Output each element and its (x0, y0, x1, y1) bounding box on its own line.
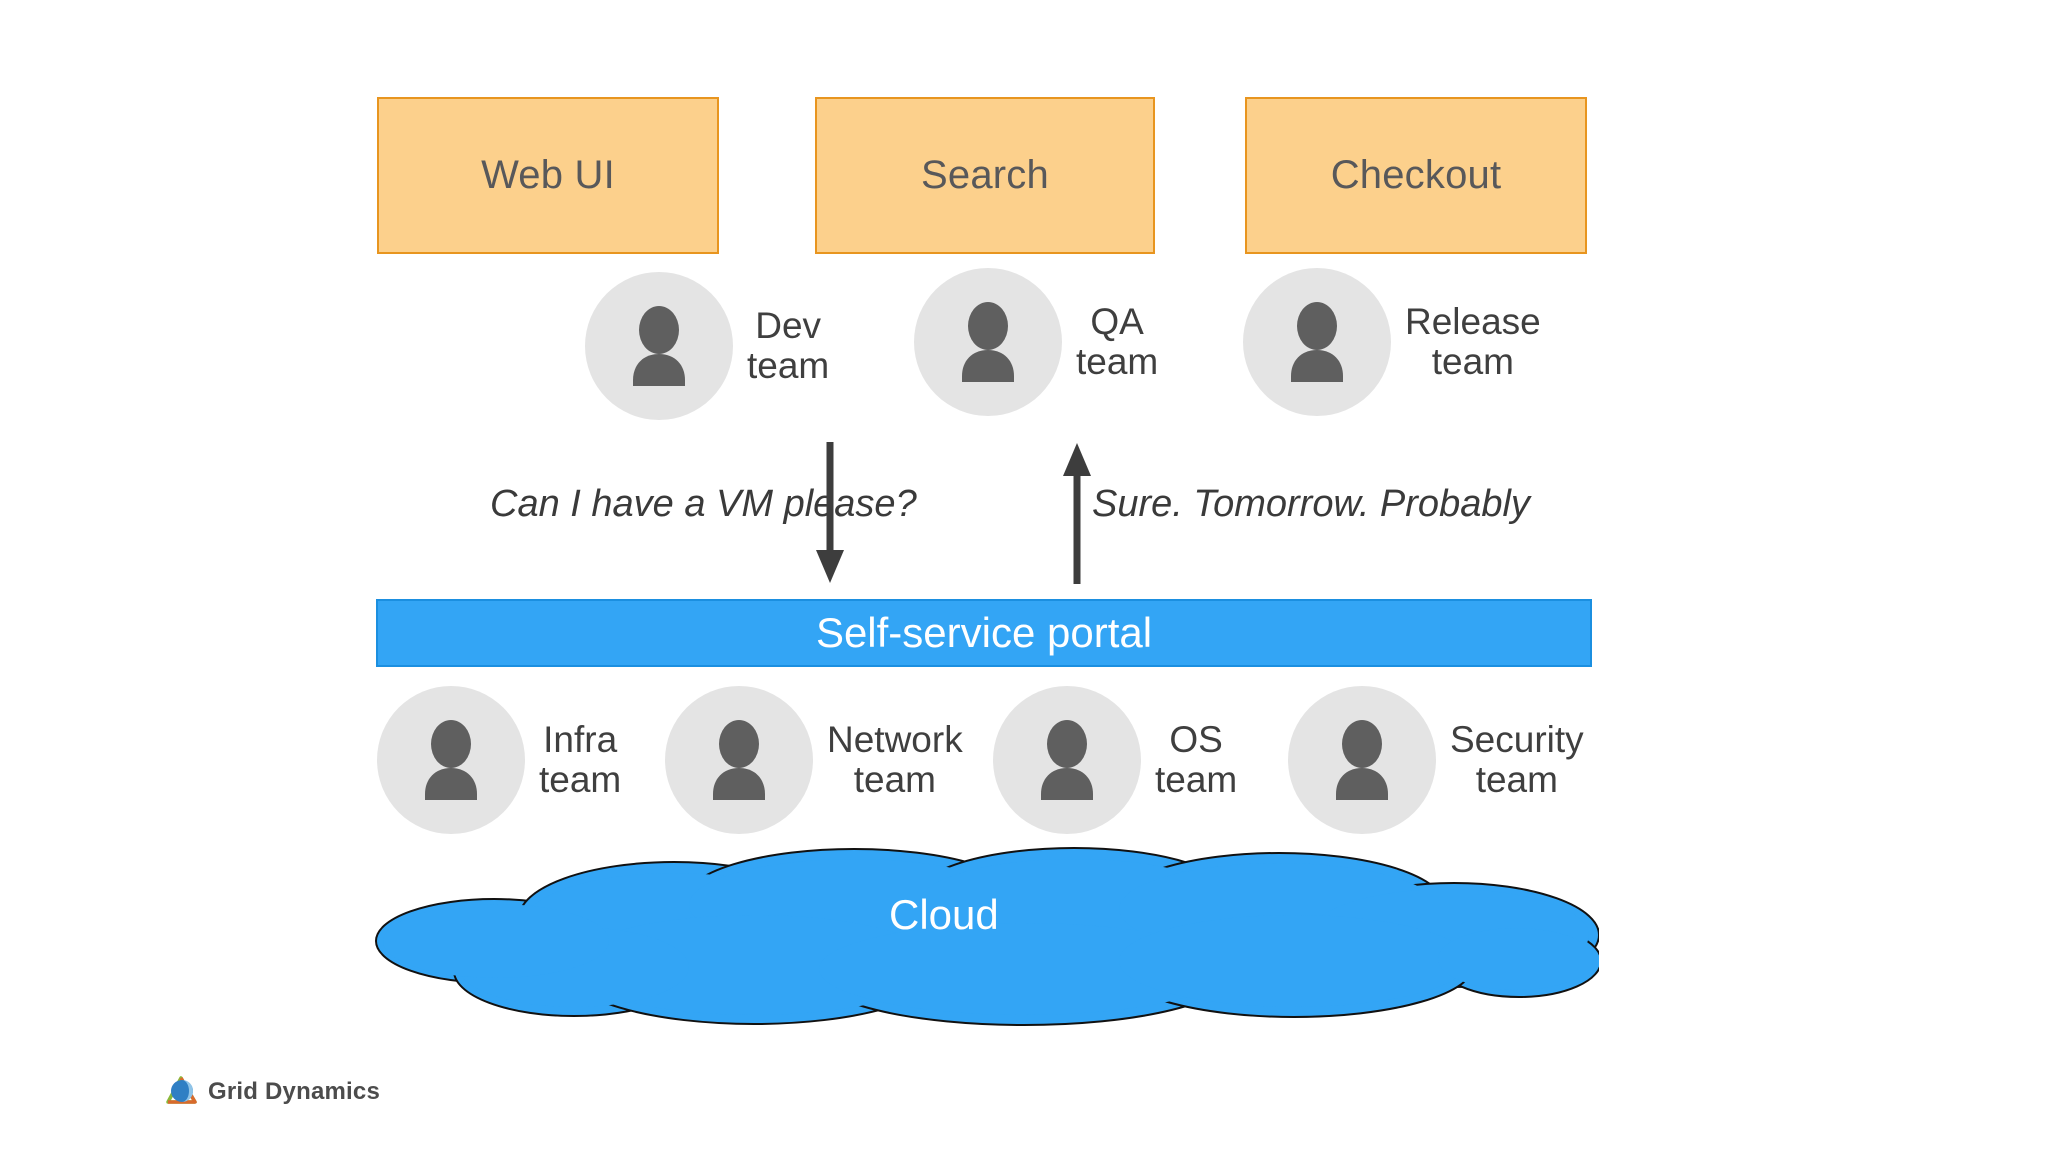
avatar (993, 686, 1141, 834)
grid-dynamics-logo-icon (166, 1076, 197, 1104)
team-security[interactable]: Security team (1288, 686, 1584, 834)
response-caption: Sure. Tomorrow. Probably (1092, 483, 1530, 525)
cloud-icon (375, 847, 1602, 1026)
app-box-label: Web UI (481, 153, 615, 197)
person-avatar-icon (1041, 720, 1093, 800)
down-arrow-request (816, 442, 844, 583)
team-release[interactable]: Release team (1243, 268, 1541, 416)
person-avatar-icon (713, 720, 765, 800)
app-box-search[interactable]: Search (815, 97, 1155, 254)
grid-dynamics-logo: Grid Dynamics (163, 1075, 380, 1109)
self-service-portal-bar[interactable]: Self-service portal (376, 599, 1592, 667)
avatar (665, 686, 813, 834)
team-dev[interactable]: Dev team (585, 272, 829, 420)
person-avatar-icon (1291, 302, 1343, 382)
avatar (914, 268, 1062, 416)
avatar (1243, 268, 1391, 416)
team-label: Dev team (747, 305, 830, 386)
team-os[interactable]: OS team (993, 686, 1237, 834)
cloud-label: Cloud (889, 891, 999, 938)
team-label: Infra team (539, 719, 622, 800)
team-label: OS team (1155, 719, 1238, 800)
team-label: QA team (1076, 301, 1159, 382)
team-qa[interactable]: QA team (914, 268, 1158, 416)
team-label: Network team (827, 719, 963, 800)
team-network[interactable]: Network team (665, 686, 963, 834)
request-caption: Can I have a VM please? (490, 483, 917, 525)
avatar (585, 272, 733, 420)
app-box-web-ui[interactable]: Web UI (377, 97, 719, 254)
up-arrow-response (1063, 443, 1091, 584)
avatar (377, 686, 525, 834)
team-label: Release team (1405, 301, 1541, 382)
app-box-checkout[interactable]: Checkout (1245, 97, 1587, 254)
app-box-label: Search (921, 153, 1049, 197)
team-infra[interactable]: Infra team (377, 686, 621, 834)
person-avatar-icon (633, 306, 685, 386)
app-box-label: Checkout (1330, 153, 1502, 197)
person-avatar-icon (962, 302, 1014, 382)
cloud-shape[interactable]: Cloud (374, 843, 1602, 1028)
team-label: Security team (1450, 719, 1584, 800)
avatar (1288, 686, 1436, 834)
person-avatar-icon (425, 720, 477, 800)
portal-label: Self-service portal (815, 609, 1153, 656)
logo-text: Grid Dynamics (208, 1078, 380, 1105)
person-avatar-icon (1336, 720, 1388, 800)
